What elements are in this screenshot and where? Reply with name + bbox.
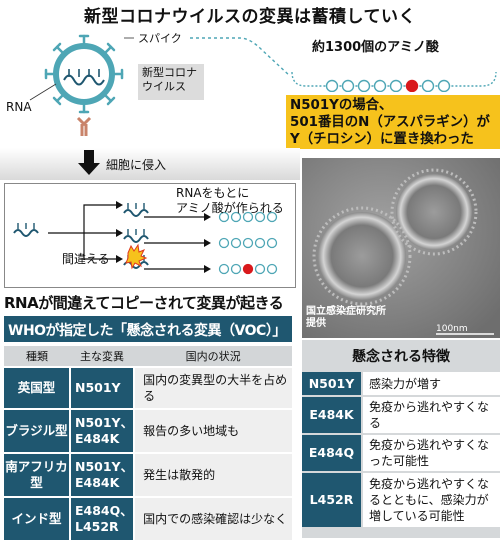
table-row: インド型 E484Q、L452R 国内での感染確認は少なく — [4, 497, 293, 542]
variant-type: インド型 — [4, 497, 70, 542]
feature-mutation: E484Q — [302, 434, 362, 473]
amino-acid-bead — [357, 79, 371, 92]
cell-entry-band — [0, 148, 300, 180]
feature-description: 免疫から逃れやすくなった可能性 — [361, 434, 500, 473]
feature-description: 免疫から逃れやすくなるとともに、感染力が増している可能性 — [361, 472, 500, 529]
variant-mutations: N501Y — [68, 367, 135, 410]
variant-type: 南アフリカ型 — [4, 453, 70, 498]
amino-acid-bead — [218, 263, 230, 275]
features-title: 懸念される特徴 — [352, 349, 450, 365]
feature-mutation: E484K — [302, 396, 362, 435]
amino-acid-bead — [325, 79, 339, 92]
amino-acid-bead — [254, 211, 266, 223]
mutated-amino-acid-bead — [405, 79, 419, 92]
amino-acid-bead — [254, 263, 266, 275]
table-row: E484K 免疫から逃れやすくなる — [302, 396, 500, 435]
amino-chain — [291, 71, 497, 92]
mutation-burst-icon — [125, 243, 148, 270]
variant-status: 発生は散発的 — [133, 453, 293, 498]
mutation-line1: N501Yの場合、 — [290, 98, 393, 113]
feature-mutation: N501Y — [302, 372, 362, 397]
virus-name-line2: ウイルス — [142, 80, 186, 93]
variant-status: 国内での感染確認は少なく — [133, 497, 293, 542]
amino-acid-bead — [341, 79, 355, 92]
header-status: 国内の状況 — [134, 346, 293, 368]
table-row: ブラジル型 N501Y、E484K 報告の多い地域も — [4, 409, 293, 454]
table-row: N501Y 感染力が増す — [302, 372, 500, 397]
variant-table-header: 種類 主な変異 国内の状況 — [4, 346, 293, 368]
amino-acid-bead — [218, 237, 230, 249]
scale-label: 100nm — [436, 324, 468, 334]
mutation-line3: Y（チロシン）に置き換わった — [290, 132, 474, 147]
amino-acid-bead — [437, 79, 451, 92]
header-type: 種類 — [4, 346, 70, 368]
virus-micrograph — [302, 158, 500, 338]
variant-status: 報告の多い地域も — [133, 409, 293, 454]
table-row: 南アフリカ型 N501Y、E484K 発生は散発的 — [4, 453, 293, 498]
amino-heading: 約1300個のアミノ酸 — [312, 40, 439, 55]
table-row: E484Q 免疫から逃れやすくなった可能性 — [302, 434, 500, 473]
amino-acid-bead — [218, 211, 230, 223]
receptor-icon — [76, 116, 92, 136]
variant-table: 種類 主な変異 国内の状況 英国型 N501Y 国内の変異型の大半を占める ブラ… — [4, 346, 293, 542]
table-row: L452R 免疫から逃れやすくなるとともに、感染力が増している可能性 — [302, 472, 500, 529]
variant-status: 国内の変異型の大半を占める — [133, 367, 293, 410]
variant-mutations: N501Y、E484K — [68, 453, 135, 498]
amino-acid-bead — [266, 263, 278, 275]
down-arrow-icon — [78, 150, 100, 175]
spike-connector — [190, 37, 290, 77]
virus-envelope-icon — [53, 43, 115, 105]
virus-rna-strand-icon — [63, 74, 105, 86]
rna-copy-diagram — [13, 201, 278, 275]
mutated-amino-acid-bead — [242, 263, 254, 275]
page-title: 新型コロナウイルスの変異は蓄積していく — [84, 7, 416, 27]
amino-acid-bead — [373, 79, 387, 92]
amino-acid-bead — [421, 79, 435, 92]
rna-panel-line1: RNAをもとに — [176, 186, 250, 200]
mistake-label: 間違える — [62, 252, 110, 266]
spike-label: スパイク — [138, 32, 182, 45]
who-title: WHOが指定した「懸念される変異（VOC）」 — [8, 323, 286, 339]
amino-acid-bead — [230, 237, 242, 249]
variant-type: ブラジル型 — [4, 409, 70, 454]
amino-acid-bead — [389, 79, 403, 92]
photo-credit: 国立感染症研究所 提供 — [306, 306, 386, 329]
amino-acid-bead — [242, 237, 254, 249]
mutation-line2: 501番目のN（アスパラギン）が — [290, 115, 490, 130]
table-row: 英国型 N501Y 国内の変異型の大半を占める — [4, 367, 293, 410]
feature-description: 免疫から逃れやすくなる — [361, 396, 500, 435]
amino-acid-bead — [230, 211, 242, 223]
virus-diagram — [29, 34, 290, 136]
variant-mutations: E484Q、L452R — [68, 497, 135, 542]
feature-description: 感染力が増す — [361, 372, 500, 397]
who-title-bar — [4, 316, 292, 342]
mutation-explanation-box: N501Yの場合、 501番目のN（アスパラギン）が Y（チロシン）に置き換わっ… — [286, 95, 500, 149]
amino-acid-bead — [230, 263, 242, 275]
amino-acid-bead — [266, 211, 278, 223]
variant-mutations: N501Y、E484K — [68, 409, 135, 454]
amino-acid-bead — [266, 237, 278, 249]
rna-panel-line2: アミノ酸が作られる — [176, 201, 284, 215]
feature-mutation: L452R — [302, 472, 362, 529]
rna-label: RNA — [6, 100, 32, 114]
entry-label: 細胞に侵入 — [106, 158, 167, 172]
amino-acid-bead — [242, 211, 254, 223]
variant-type: 英国型 — [4, 367, 70, 410]
virus-name-line1: 新型コロナ — [142, 66, 197, 79]
header-mutations: 主な変異 — [70, 346, 135, 368]
features-table: N501Y 感染力が増す E484K 免疫から逃れやすくなる E484Q 免疫か… — [302, 372, 500, 529]
rna-caption: RNAが間違えてコピーされて変異が起きる — [4, 294, 284, 312]
amino-acid-bead — [254, 237, 266, 249]
